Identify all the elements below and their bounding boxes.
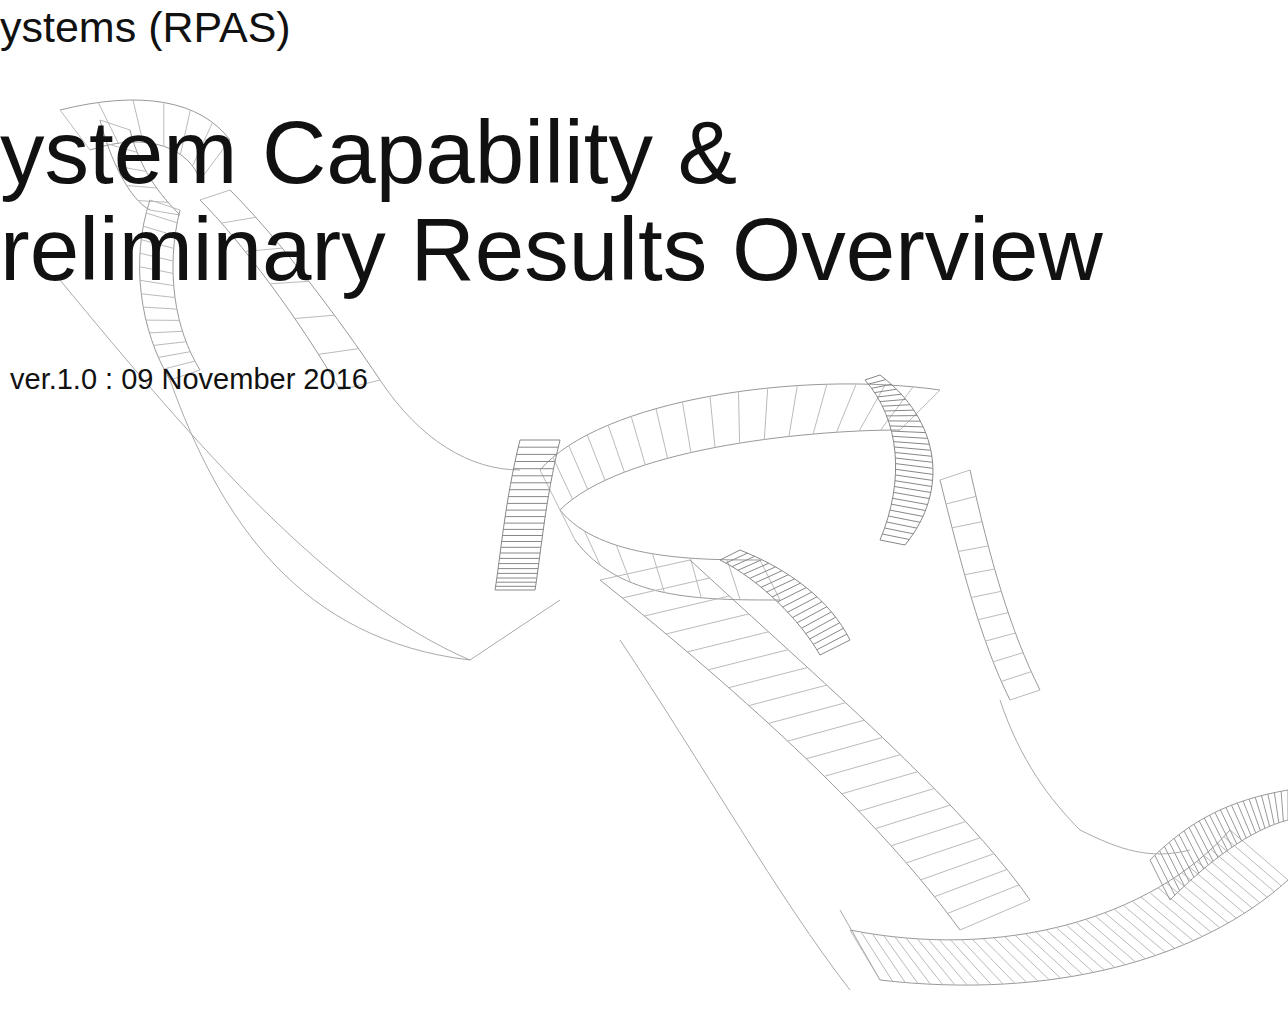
ribbon-hatch bbox=[495, 440, 560, 590]
ribbon-line bbox=[1000, 700, 1080, 830]
ribbon-line bbox=[840, 910, 880, 980]
ribbon-edge bbox=[600, 580, 960, 930]
ribbon-line bbox=[620, 640, 850, 990]
ribbon-hatch bbox=[940, 470, 1040, 700]
ribbon-edge bbox=[880, 880, 1288, 985]
ribbon-edge bbox=[865, 380, 896, 540]
ribbon-hatch bbox=[1150, 790, 1288, 900]
ribbon-edge bbox=[560, 510, 760, 560]
ribbon-edge bbox=[575, 540, 780, 600]
slide-title: ystem Capability & reliminary Results Ov… bbox=[0, 104, 1125, 298]
ribbon-edge bbox=[560, 430, 900, 510]
ribbon-hatch bbox=[560, 510, 780, 600]
ribbon-line bbox=[1080, 830, 1190, 854]
ribbon-edge bbox=[690, 560, 1030, 900]
ribbon-edge bbox=[495, 440, 520, 590]
subtitle-fragment: ystems (RPAS) bbox=[0, 6, 600, 49]
ribbon-hatch bbox=[600, 560, 1030, 930]
ribbon-edge bbox=[940, 480, 1010, 700]
ribbon-line bbox=[380, 380, 520, 470]
version-date: ver.1.0 : 09 November 2016 bbox=[10, 365, 710, 394]
ribbon-hatch bbox=[540, 384, 940, 510]
ribbon-edge bbox=[720, 560, 820, 655]
ribbon-line bbox=[170, 380, 560, 660]
ribbon-line bbox=[60, 280, 470, 660]
ribbon-edge bbox=[1150, 790, 1288, 860]
ribbon-edge bbox=[970, 470, 1040, 690]
ribbon-hatch bbox=[865, 375, 933, 545]
ribbon-edge bbox=[1170, 820, 1288, 900]
ribbon-edge bbox=[535, 440, 560, 590]
